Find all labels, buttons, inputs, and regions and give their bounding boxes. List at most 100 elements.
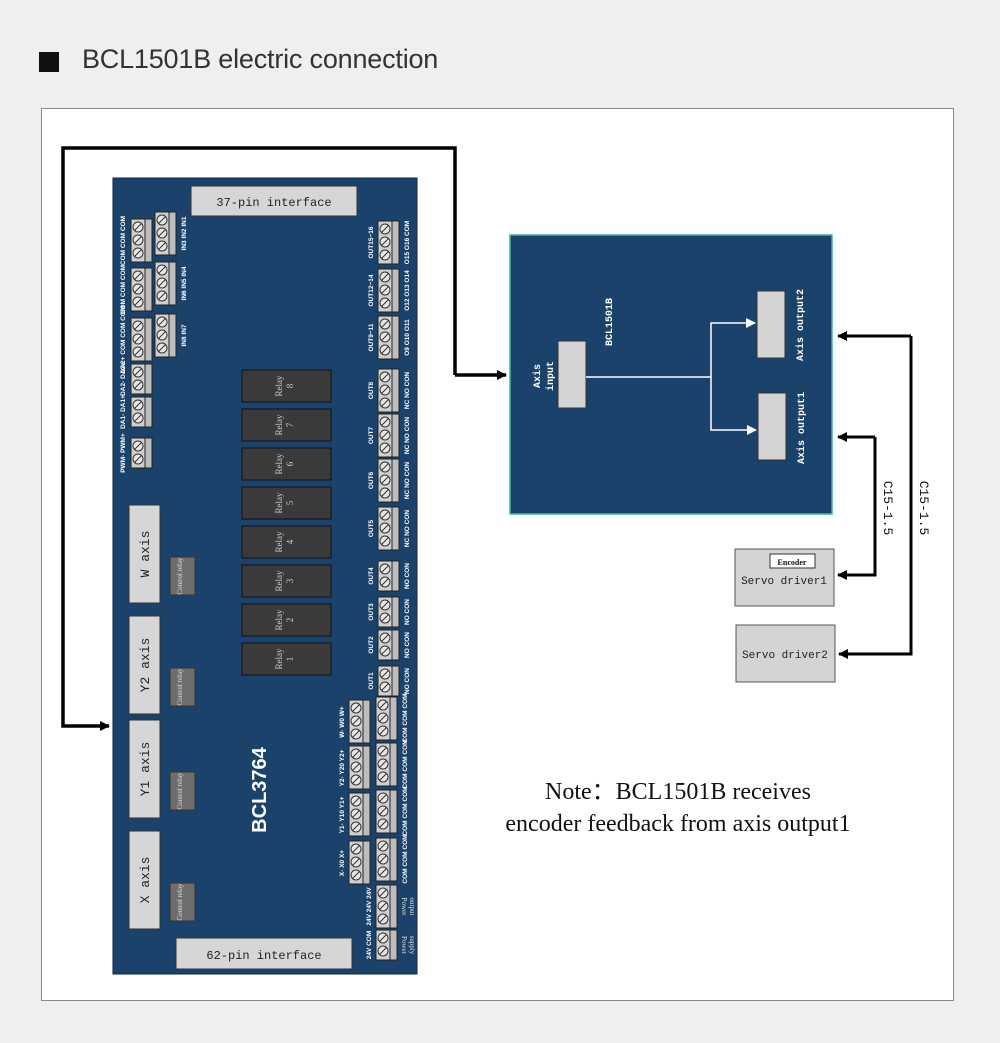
output-pin-labels: NO CON xyxy=(404,599,411,625)
output-terminal-7[interactable] xyxy=(377,560,400,592)
screw-terminal-icon xyxy=(379,474,391,486)
screw-terminal-icon xyxy=(350,843,362,855)
axis-com-terminal-2[interactable] xyxy=(375,789,398,834)
left-inner-terminal-1[interactable] xyxy=(154,261,177,306)
page-title: BCL1501B electric connection xyxy=(82,44,439,74)
axis-signal-terminal-0[interactable] xyxy=(348,699,371,744)
screw-terminal-icon xyxy=(156,329,168,341)
screw-terminal-icon xyxy=(377,712,389,724)
relay-label: Relay xyxy=(274,570,284,591)
left-terminal-1[interactable] xyxy=(130,267,153,312)
output-title: OUT9~11 xyxy=(368,323,375,351)
screw-terminal-icon xyxy=(379,442,391,454)
left-terminal-5[interactable] xyxy=(130,437,153,469)
output-terminal-5[interactable] xyxy=(377,458,400,503)
axis-output2-block[interactable] xyxy=(756,290,786,359)
power-label: output xyxy=(408,898,416,916)
power-label: supply xyxy=(408,936,416,955)
screw-terminal-icon xyxy=(379,632,391,644)
power-terminal-0[interactable] xyxy=(375,884,398,929)
axis-signal-terminal-2[interactable] xyxy=(348,792,371,837)
servo-driver2[interactable]: Servo driver2 xyxy=(735,624,836,683)
power-terminal-1[interactable] xyxy=(375,929,398,961)
relay-label: Relay xyxy=(274,492,284,513)
screw-terminal-icon xyxy=(379,344,391,356)
control-relay-label: Control relay xyxy=(176,883,184,921)
screw-terminal-icon xyxy=(156,277,168,289)
axis-com-terminal-0[interactable] xyxy=(375,696,398,741)
axis-input-label-1: Axis xyxy=(532,364,544,388)
relay-number: 3 xyxy=(285,578,295,583)
output-pin-labels: NC NO CON xyxy=(404,372,411,410)
output-terminal-6[interactable] xyxy=(377,506,400,551)
screw-terminal-icon xyxy=(350,728,362,740)
note-text: Note：BCL1501B receives encoder feedback … xyxy=(470,776,886,840)
output-terminal-10[interactable] xyxy=(377,665,400,697)
screw-terminal-icon xyxy=(377,725,389,737)
output-terminal-2[interactable] xyxy=(377,315,400,360)
power-pin-labels: 24V COM xyxy=(366,931,373,960)
output-terminal-1[interactable] xyxy=(377,268,400,313)
axis-com-terminal-3[interactable] xyxy=(375,837,398,882)
axis-input-block[interactable] xyxy=(557,340,587,409)
screw-terminal-icon xyxy=(377,900,389,912)
screw-terminal-icon xyxy=(377,699,389,711)
37-pin-interface[interactable] xyxy=(190,185,358,217)
relay-label: Relay xyxy=(274,453,284,474)
left-inner-terminal-0[interactable] xyxy=(154,211,177,256)
screw-terminal-icon xyxy=(156,264,168,276)
screw-terminal-icon xyxy=(379,563,391,575)
control-relay: Control relay xyxy=(169,882,196,922)
output-pin-labels: O9 O10 O11 xyxy=(404,319,411,356)
relay-number: 5 xyxy=(285,500,295,505)
axis-com-labels: COM COM COM xyxy=(402,834,409,883)
screw-terminal-icon xyxy=(350,808,362,820)
left-terminal-2[interactable] xyxy=(130,317,153,362)
control-relay: Control relay xyxy=(169,667,196,707)
axis-signal-labels: X- X0 X+ xyxy=(339,850,346,876)
encoder-badge xyxy=(769,553,816,569)
screw-terminal-icon xyxy=(132,346,144,358)
output-title: OUT4 xyxy=(368,567,375,585)
encoder-label: Encoder xyxy=(778,558,807,567)
output-terminal-3[interactable] xyxy=(377,368,400,413)
axis-com-terminal-1[interactable] xyxy=(375,742,398,787)
screw-terminal-icon xyxy=(132,412,144,424)
cable1-label: C15-1.5 xyxy=(880,481,895,536)
servo-driver1[interactable]: Encoder Servo driver1 xyxy=(734,548,835,607)
axis-output1-block[interactable] xyxy=(757,392,787,461)
screw-terminal-icon xyxy=(379,416,391,428)
screw-terminal-icon xyxy=(350,748,362,760)
axis-signal-terminal-3[interactable] xyxy=(348,840,371,885)
output-terminal-9[interactable] xyxy=(377,629,400,661)
62-pin-interface[interactable] xyxy=(175,937,353,970)
output-title: OUT2 xyxy=(368,636,375,654)
output-terminal-8[interactable] xyxy=(377,596,400,628)
screw-terminal-icon xyxy=(132,283,144,295)
left-terminal-3[interactable] xyxy=(130,363,153,395)
output-terminal-0[interactable] xyxy=(377,220,400,265)
output-terminal-4[interactable] xyxy=(377,413,400,458)
screw-terminal-icon xyxy=(379,397,391,409)
terminal-pin-labels: COM COM COM xyxy=(120,265,127,314)
screw-terminal-icon xyxy=(377,818,389,830)
screw-terminal-icon xyxy=(377,771,389,783)
screw-terminal-icon xyxy=(379,535,391,547)
left-terminal-0[interactable] xyxy=(130,218,153,263)
screw-terminal-icon xyxy=(156,240,168,252)
left-inner-terminal-2[interactable] xyxy=(154,313,177,358)
axis-signal-terminal-1[interactable] xyxy=(348,745,371,790)
left-terminal-4[interactable] xyxy=(130,396,153,428)
